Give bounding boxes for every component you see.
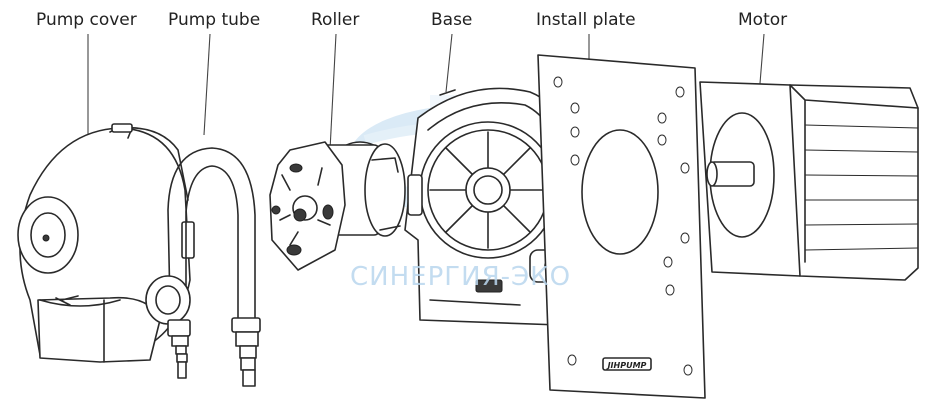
label-install-plate: Install plate bbox=[536, 10, 636, 30]
label-pump-tube: Pump tube bbox=[168, 10, 261, 30]
label-roller: Roller bbox=[311, 10, 360, 30]
label-pump-cover: Pump cover bbox=[36, 10, 137, 30]
label-motor: Motor bbox=[738, 10, 788, 30]
plate-brand-text: JIHPUMP bbox=[606, 361, 647, 370]
watermark-text: СИНЕРГИЯ-ЭКО bbox=[350, 262, 572, 292]
install-plate: JIHPUMP bbox=[537, 54, 706, 399]
pump-tube bbox=[145, 147, 261, 387]
motor bbox=[699, 81, 919, 281]
label-base: Base bbox=[431, 10, 473, 30]
roller bbox=[269, 141, 406, 271]
